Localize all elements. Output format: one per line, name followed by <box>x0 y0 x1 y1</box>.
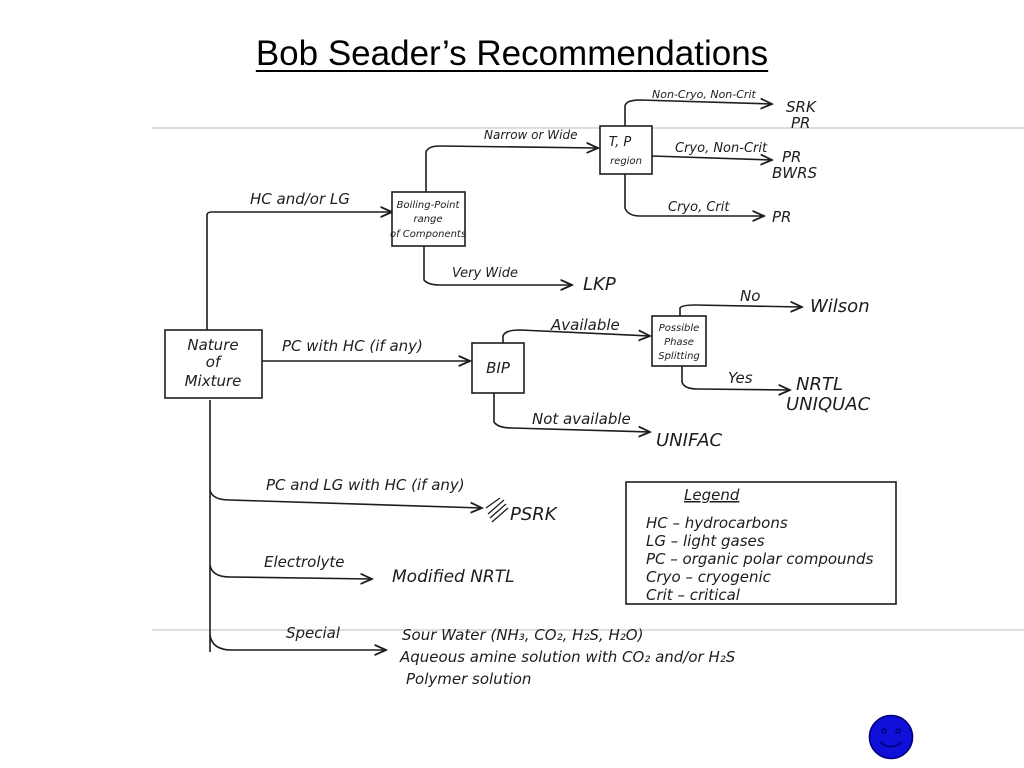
label-special: Special <box>286 624 341 642</box>
result-lkp: LKP <box>583 274 616 295</box>
branch-cryo-noncrit-line <box>651 156 772 160</box>
result-polymer: Polymer solution <box>406 670 531 688</box>
label-pc-lg-hc: PC and LG with HC (if any) <box>266 476 465 494</box>
phase-label-line2: Phase <box>664 337 694 348</box>
boiling-label-line3: of Components <box>390 229 466 240</box>
branch-noncryo-line <box>624 100 772 126</box>
result-uniquac: UNIQUAC <box>786 394 871 415</box>
root-label-line1: Nature <box>187 336 238 354</box>
legend-item: HC – hydrocarbons <box>646 514 788 532</box>
result-srk: SRK <box>786 98 817 116</box>
root-label-line3: Mixture <box>185 372 242 390</box>
label-available: Available <box>550 316 620 334</box>
legend-box <box>625 481 897 605</box>
branch-very-wide-line <box>423 246 572 285</box>
branch-yes-line <box>681 366 790 390</box>
branch-not-available-line <box>493 393 650 432</box>
legend-item: Crit – critical <box>646 586 741 604</box>
branch-cryo-crit-line <box>624 174 764 216</box>
branch-electrolyte-line <box>209 564 372 579</box>
label-cryo-crit: Cryo, Crit <box>668 200 730 215</box>
label-noncryo-noncrit: Non-Cryo, Non-Crit <box>652 88 756 101</box>
tp-region-box <box>599 125 653 175</box>
page-title: Bob Seader’s Recommendations <box>255 34 769 73</box>
root-label-line2: of <box>206 353 223 371</box>
boiling-label-line2: range <box>413 214 442 225</box>
label-no: No <box>740 287 760 305</box>
result-pr-cryo: PR <box>782 148 801 166</box>
result-modified-nrtl: Modified NRTL <box>392 567 515 587</box>
branch-available-line <box>502 329 650 360</box>
legend-item: LG – light gases <box>646 532 765 550</box>
result-pr-crit: PR <box>772 208 791 226</box>
phase-label-line3: Splitting <box>658 351 700 362</box>
branch-no-line <box>679 305 802 316</box>
legend-item: PC – organic polar compounds <box>646 550 874 568</box>
phase-splitting-box <box>651 315 707 367</box>
legend-title: Legend <box>684 486 740 504</box>
smiley-face-icon[interactable] <box>868 714 914 760</box>
nature-of-mixture-box <box>164 329 263 399</box>
phase-label-line1: Possible <box>659 323 700 334</box>
label-electrolyte: Electrolyte <box>264 553 345 571</box>
result-psrk: PSRK <box>510 504 558 525</box>
result-nrtl: NRTL <box>796 374 843 395</box>
bip-label: BIP <box>486 359 511 377</box>
bip-box <box>471 342 525 394</box>
result-wilson: Wilson <box>810 296 870 317</box>
trunk-upper-line <box>206 212 392 330</box>
scan-lines <box>152 127 1024 631</box>
branch-narrow-line <box>425 146 598 192</box>
psrk-scribble-icon <box>485 497 509 523</box>
branch-pc-lg-hc-line <box>209 489 482 508</box>
result-bwrs: BWRS <box>772 164 818 182</box>
result-sour-water: Sour Water (NH₃, CO₂, H₂S, H₂O) <box>402 626 643 644</box>
label-not-available: Not available <box>532 410 631 428</box>
boiling-label-line1: Boiling-Point <box>397 200 461 211</box>
legend-item: Cryo – cryogenic <box>646 568 772 586</box>
label-very-wide: Very Wide <box>452 266 518 281</box>
result-unifac: UNIFAC <box>656 430 723 451</box>
tp-label-line1: T, P <box>609 135 632 150</box>
boiling-point-box <box>391 191 466 247</box>
label-narrow-wide: Narrow or Wide <box>484 128 577 142</box>
label-pc-hc: PC with HC (if any) <box>282 337 423 355</box>
label-cryo-noncrit: Cryo, Non-Crit <box>675 141 768 156</box>
result-srk-pr: PR <box>791 114 810 132</box>
label-hc-lg: HC and/or LG <box>250 190 350 208</box>
result-aqueous-amine: Aqueous amine solution with CO₂ and/or H… <box>399 648 736 666</box>
label-yes: Yes <box>728 369 753 387</box>
branch-special-line <box>209 634 386 650</box>
tp-label-line2: region <box>610 156 642 167</box>
